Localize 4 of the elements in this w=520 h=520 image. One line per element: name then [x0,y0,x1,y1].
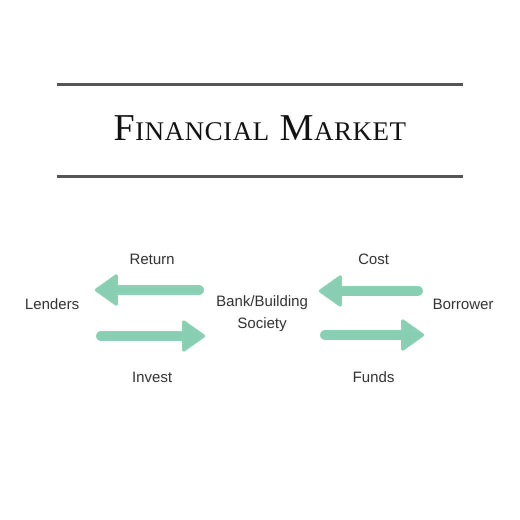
title: Financial Market [114,106,406,150]
entity-label: Bank/Building Society [205,291,319,335]
entity-label: Lenders [9,294,95,316]
entity-label: Borrower [424,294,502,316]
